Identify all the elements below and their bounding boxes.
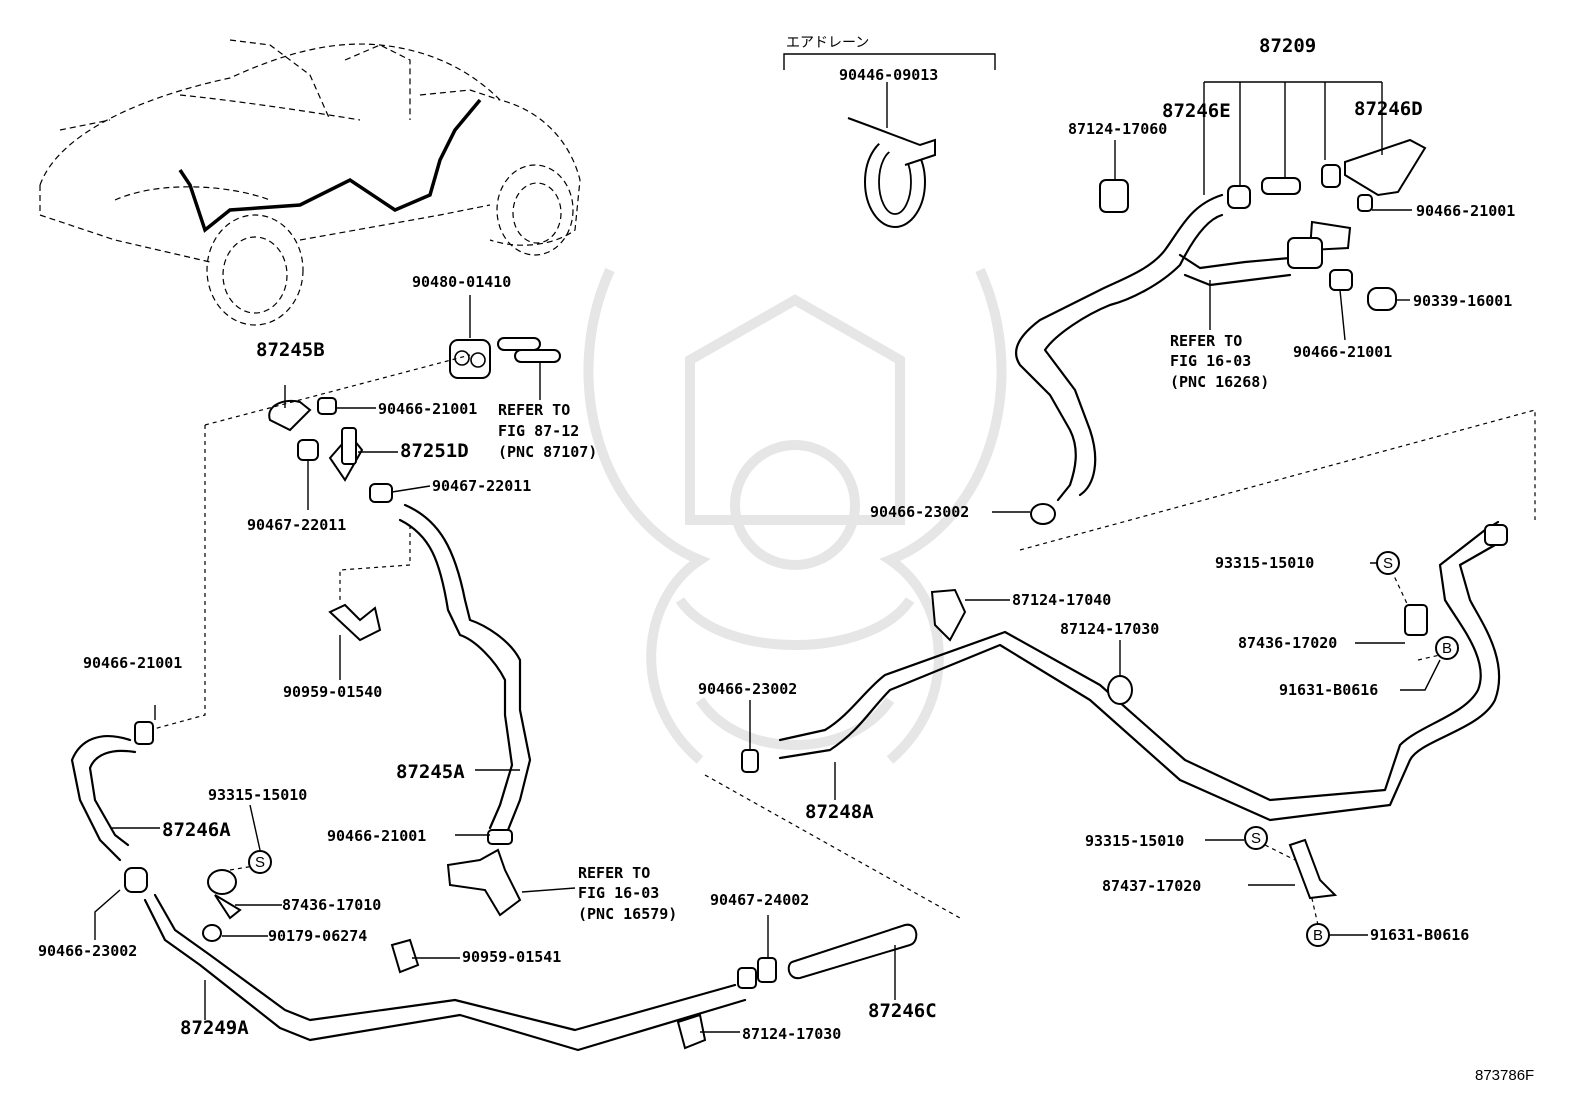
label-93315-15010-r: 93315-15010 xyxy=(1215,554,1314,572)
symbol-b-upper xyxy=(1435,636,1459,660)
car-illustration xyxy=(39,39,581,326)
symbol-b-lower-label: B xyxy=(1313,927,1323,944)
label-90339-16001: 90339-16001 xyxy=(1413,292,1512,310)
label-87249A: 87249A xyxy=(180,1017,249,1039)
label-87251D: 87251D xyxy=(400,440,469,462)
label-90480-01410: 90480-01410 xyxy=(412,273,511,291)
label-refer-87107-b: FIG 87-12 xyxy=(498,422,579,440)
diagram-id: 873786F xyxy=(1475,1067,1534,1084)
symbol-markers: S B S B S xyxy=(248,551,1459,947)
symbol-s-lower-label: S xyxy=(1251,830,1261,847)
upper-left-parts xyxy=(268,295,561,680)
label-87436-17020: 87436-17020 xyxy=(1238,634,1337,652)
air-drain-label: エアドレーン xyxy=(786,35,869,51)
label-90466-21001-tr: 90466-21001 xyxy=(1416,202,1515,220)
symbol-s-lower xyxy=(1244,826,1268,850)
label-87246A: 87246A xyxy=(162,819,231,841)
label-87246C: 87246C xyxy=(868,1000,937,1022)
label-87245A: 87245A xyxy=(396,761,465,783)
label-93315-15010-b: 93315-15010 xyxy=(1085,832,1184,850)
label-refer-16268-a: REFER TO xyxy=(1170,332,1242,350)
part-labels: エアドレーン 90446-09013 87209 87246E 87246D 8… xyxy=(38,35,1534,1084)
label-87124-17060: 87124-17060 xyxy=(1068,120,1167,138)
symbol-s-upper xyxy=(1376,551,1400,575)
label-87246E: 87246E xyxy=(1162,100,1231,122)
label-91631-B0616-b: 91631-B0616 xyxy=(1370,926,1469,944)
label-87248A: 87248A xyxy=(805,801,874,823)
label-90466-21001-r2: 90466-21001 xyxy=(1293,343,1392,361)
label-91631-B0616-a: 91631-B0616 xyxy=(1279,681,1378,699)
label-87124-17040: 87124-17040 xyxy=(1012,591,1111,609)
label-90466-21001-t: 90466-21001 xyxy=(378,400,477,418)
label-90466-23002-c: 90466-23002 xyxy=(870,503,969,521)
air-drain-group xyxy=(783,53,996,228)
label-refer-16579-c: (PNC 16579) xyxy=(578,905,677,923)
label-87124-17030-m: 87124-17030 xyxy=(1060,620,1159,638)
label-90466-23002-l: 90466-23002 xyxy=(38,942,137,960)
label-refer-16579-b: FIG 16-03 xyxy=(578,884,659,902)
label-90179-06274: 90179-06274 xyxy=(268,927,367,945)
label-90466-23002-m: 90466-23002 xyxy=(698,680,797,698)
label-refer-16579-a: REFER TO xyxy=(578,864,650,882)
label-90959-01541: 90959-01541 xyxy=(462,948,561,966)
symbol-b-upper-label: B xyxy=(1442,640,1452,657)
label-refer-87107-a: REFER TO xyxy=(498,401,570,419)
label-90467-22011-r: 90467-22011 xyxy=(432,477,531,495)
label-refer-87107-c: (PNC 87107) xyxy=(498,443,597,461)
label-90466-21001-l: 90466-21001 xyxy=(83,654,182,672)
label-87245B: 87245B xyxy=(256,339,325,361)
symbol-s-upper-label: S xyxy=(1383,555,1393,572)
label-90467-24002: 90467-24002 xyxy=(710,891,809,909)
upper-right-hose-assembly xyxy=(992,81,1427,525)
label-90467-22011-l: 90467-22011 xyxy=(247,516,346,534)
label-87124-17030-b: 87124-17030 xyxy=(742,1025,841,1043)
left-hoses xyxy=(70,503,918,1052)
label-refer-16268-b: FIG 16-03 xyxy=(1170,352,1251,370)
label-87436-17010: 87436-17010 xyxy=(282,896,381,914)
label-87437-17020: 87437-17020 xyxy=(1102,877,1201,895)
label-refer-16268-c: (PNC 16268) xyxy=(1170,373,1269,391)
watermark-logo xyxy=(583,267,1007,764)
symbol-b-lower xyxy=(1306,923,1330,947)
label-90466-21001-b: 90466-21001 xyxy=(327,827,426,845)
symbol-s-left-label: S xyxy=(255,854,265,871)
symbol-s-left xyxy=(248,850,272,874)
lower-right-hose xyxy=(741,520,1508,936)
label-90446-09013: 90446-09013 xyxy=(839,66,938,84)
label-93315-15010-l: 93315-15010 xyxy=(208,786,307,804)
label-87246D: 87246D xyxy=(1354,98,1423,120)
label-87209: 87209 xyxy=(1259,35,1316,57)
label-90959-01540: 90959-01540 xyxy=(283,683,382,701)
